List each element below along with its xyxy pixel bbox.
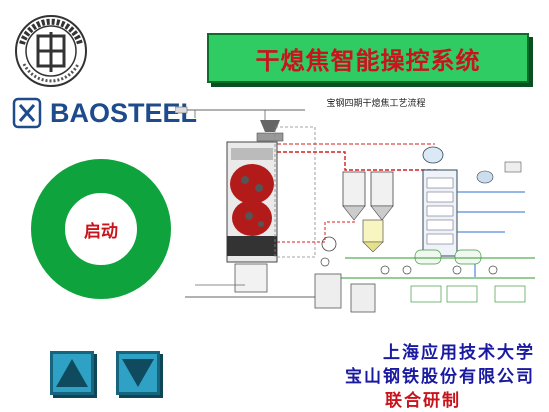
page-title: 干熄焦智能操控系统 [255, 46, 481, 75]
triangle-up-icon [56, 359, 88, 387]
down-button[interactable] [116, 351, 160, 395]
baosteel-emblem-icon [12, 97, 42, 129]
process-flow-diagram [175, 106, 535, 313]
start-button[interactable] [30, 158, 172, 300]
up-button[interactable] [50, 351, 94, 395]
diagram-title: 宝钢四期干熄焦工艺流程 [326, 99, 426, 109]
baosteel-logo: BAOSTEEL [12, 96, 197, 130]
university-seal-icon [15, 15, 87, 87]
collaboration-caption: 联合研制 [385, 391, 461, 411]
title-banner: 干熄焦智能操控系统 [207, 33, 529, 83]
collaborator-university: 上海应用技术大学 [383, 343, 535, 363]
university-logo [14, 14, 88, 88]
collaborator-company: 宝山钢铁股份有限公司 [345, 367, 535, 387]
brand-name: BAOSTEEL [49, 97, 197, 128]
triangle-down-icon [122, 359, 154, 387]
